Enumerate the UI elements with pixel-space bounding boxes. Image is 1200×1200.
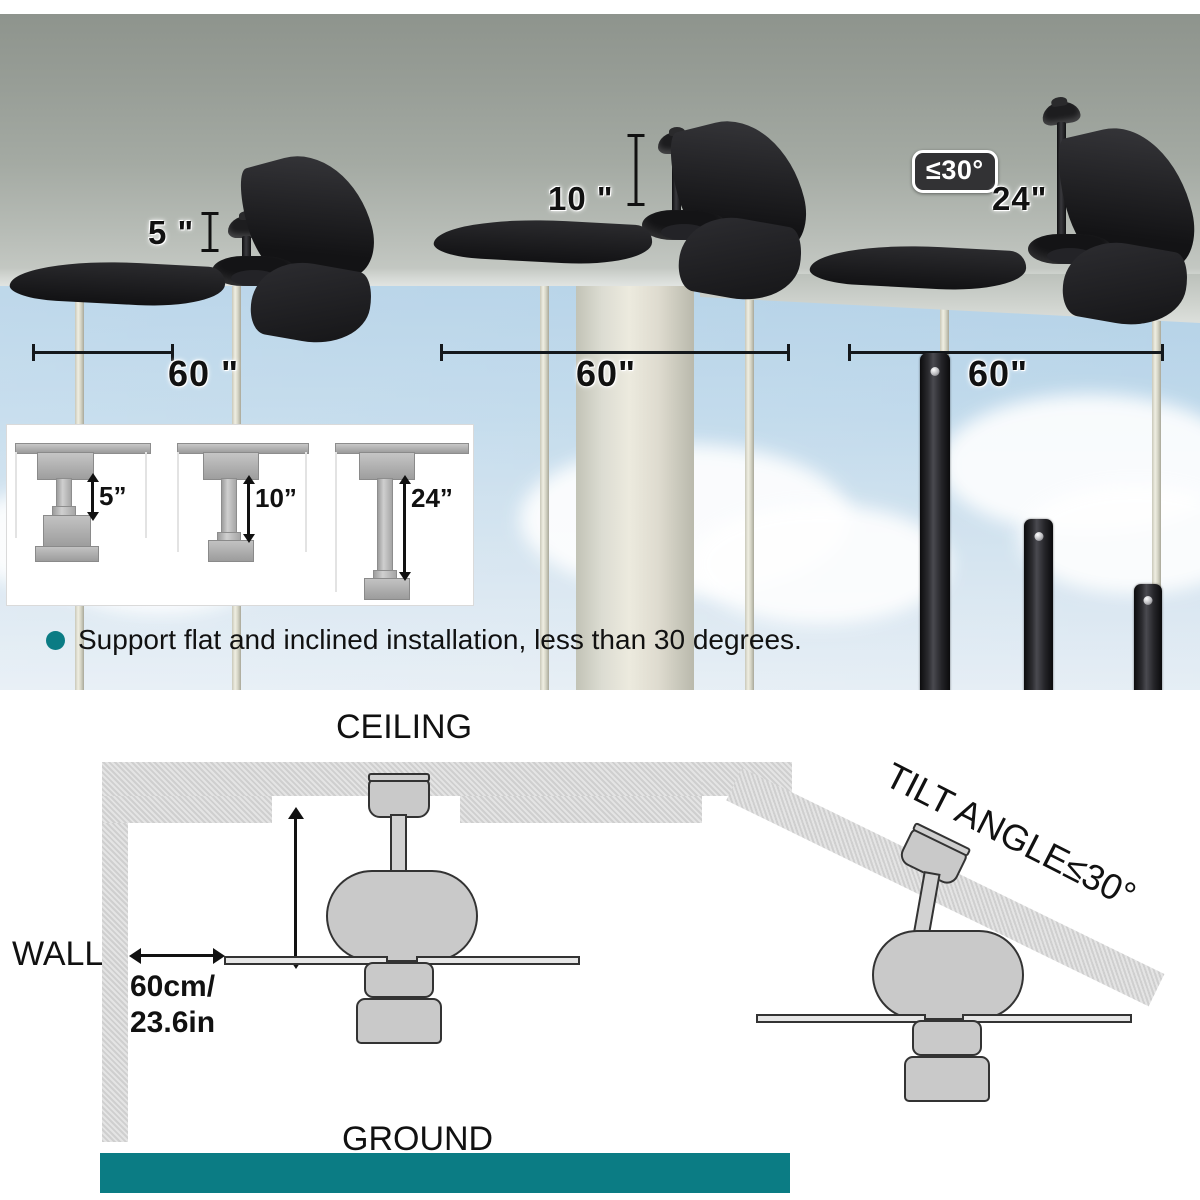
fan-light-kit — [356, 998, 442, 1044]
fan-switch-housing-tilted — [912, 1020, 982, 1056]
inset-label-5in: 5” — [99, 481, 127, 511]
span-dimline-3 — [848, 344, 1164, 361]
downrod-short — [1134, 584, 1162, 704]
bullet-text: Support flat and inclined installation, … — [78, 624, 802, 655]
inset-wall — [305, 452, 307, 552]
drop-label-10in: 10 " — [548, 180, 614, 217]
railing-post — [540, 276, 549, 704]
fan-motor-body-tilted — [872, 930, 1024, 1020]
drop-dimension-marker — [200, 212, 220, 252]
span-dimline-1 — [32, 344, 174, 361]
fan-blade-right — [416, 956, 580, 965]
inset-motor — [208, 540, 254, 562]
inset-label-10in: 10” — [255, 483, 297, 513]
ceiling-slab-left-drop — [102, 796, 272, 823]
span-dimline-2 — [440, 344, 790, 361]
span-label-1: 60 " — [168, 353, 240, 394]
wall-clearance-arrow — [140, 954, 214, 957]
ceiling-fan-24in: ≤30° 24" — [809, 14, 1200, 344]
fan-blade — [9, 256, 226, 310]
wall-label: WALL — [12, 935, 104, 973]
inset-motor — [43, 515, 91, 548]
inset-canopy — [37, 452, 94, 480]
bullet-dot-icon — [46, 630, 65, 650]
clearance-label-line1: 60cm/ — [130, 970, 216, 1003]
downrod-long — [920, 353, 950, 704]
ceiling-slab-mid-drop — [460, 796, 702, 823]
drop-label-5in: 5 " — [148, 214, 195, 251]
inset-wall — [335, 452, 337, 592]
inset-motor — [364, 578, 410, 600]
inset-downrod — [221, 478, 237, 534]
ceiling-clearance-arrow — [294, 818, 297, 958]
inset-label-24in: 24” — [411, 483, 453, 513]
ceiling-label: CEILING — [336, 708, 473, 746]
span-label-2: 60" — [576, 353, 637, 394]
fan-blade-left — [224, 956, 388, 965]
span-label-3: 60" — [968, 353, 1029, 394]
fan-motor-body — [326, 870, 478, 962]
ground-label: GROUND — [342, 1120, 494, 1158]
wall-surface — [102, 762, 128, 1142]
inset-wall — [145, 452, 147, 538]
bullet-row: Support flat and inclined installation, … — [46, 624, 802, 656]
inset-dim-arrow — [91, 481, 94, 513]
downrod — [242, 236, 251, 260]
installation-diagram: CEILING WALL GROUND 60cm/ 23.6in — [0, 690, 1200, 1200]
inset-blade-bracket — [35, 546, 99, 562]
railing-post — [745, 276, 754, 704]
building-column — [576, 269, 694, 704]
fan-canopy — [368, 773, 430, 818]
fan-blade — [433, 214, 653, 268]
photo-scene: 5 " 60 " 10 " 60" — [0, 14, 1200, 704]
drop-label-24in: 24" — [992, 180, 1048, 217]
railing-post — [1152, 276, 1161, 704]
downrod-length-inset-panel: 5” 10” 24” — [6, 424, 474, 606]
fan-light-kit-tilted — [904, 1056, 990, 1102]
fan-blade-left-tilted — [756, 1014, 926, 1023]
downrod-medium — [1024, 519, 1053, 704]
inset-dim-arrow — [403, 483, 406, 573]
fan-blade — [809, 240, 1027, 294]
drop-dimension-marker — [626, 134, 646, 206]
ceiling-fan-5in: 5 " — [0, 14, 420, 352]
inset-canopy — [203, 452, 259, 480]
inset-dim-arrow — [247, 483, 250, 535]
inset-downrod — [56, 478, 72, 508]
tilt-angle-badge: ≤30° — [912, 150, 998, 193]
fan-blade-right-tilted — [962, 1014, 1132, 1023]
inset-wall — [177, 452, 179, 552]
fan-switch-housing — [364, 962, 434, 998]
inset-downrod — [377, 478, 393, 572]
fan-downrod — [390, 814, 407, 876]
ground-bar — [100, 1153, 790, 1193]
ceiling-fan-10in: 10 " — [420, 14, 840, 344]
cloud — [690, 504, 950, 624]
clearance-label-line2: 23.6in — [130, 1006, 216, 1039]
inset-wall — [15, 452, 17, 538]
